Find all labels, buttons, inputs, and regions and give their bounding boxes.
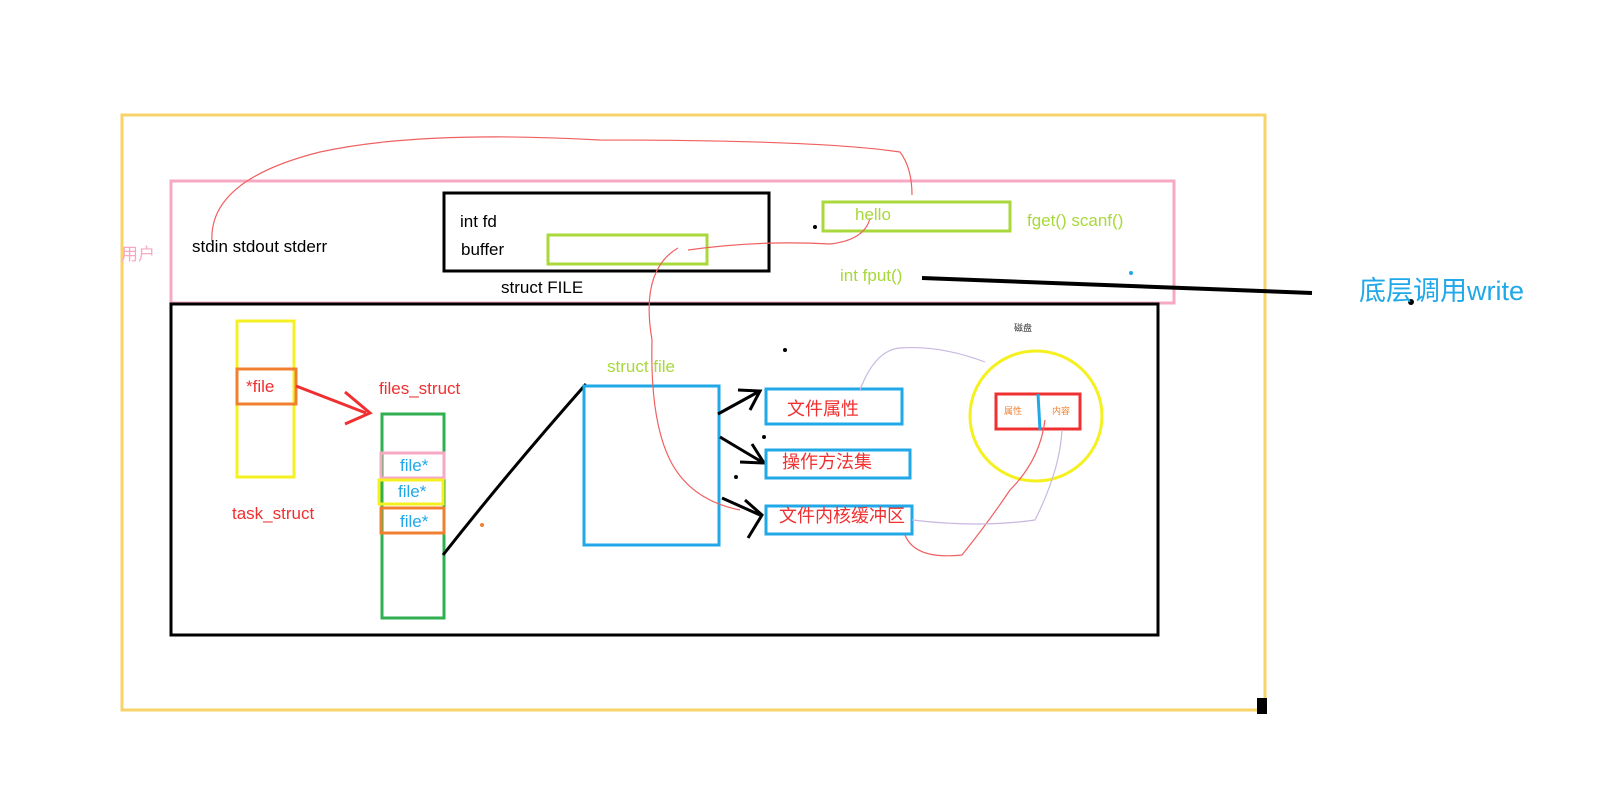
user-layer-label: 用户 (121, 245, 155, 264)
arrow-to-buffer (721, 496, 764, 539)
std-streams-label: stdin stdout stderr (192, 237, 328, 256)
underlying-write-label: 底层调用write (1359, 276, 1525, 306)
file-entry-label-2: file* (398, 482, 427, 501)
task-struct-box (235, 319, 296, 479)
hello-label: hello (855, 205, 891, 224)
kernel-box (169, 302, 1160, 637)
buffer-link-curve (911, 429, 1063, 525)
dot-mark (813, 225, 817, 229)
struct-file-label: struct FILE (501, 278, 584, 297)
pointer-line (441, 383, 588, 556)
arrow-to-operations (719, 435, 767, 465)
arrow-to-files-struct (295, 384, 373, 426)
disk-label: 磁盘 (1014, 323, 1033, 333)
operation-methods-label: 操作方法集 (782, 452, 872, 472)
data-flow-curve-top (211, 136, 913, 243)
operations-box (764, 448, 912, 480)
data-flow-curve-disk (904, 419, 1046, 557)
arrow-to-attributes (717, 388, 763, 416)
data-flow-curve-down (648, 247, 741, 511)
file-entry-box-2 (377, 478, 445, 506)
disk-divider (1036, 393, 1042, 431)
files-struct-label: files_struct (379, 379, 461, 398)
write-call-line (921, 276, 1313, 295)
frame-corner-handle (1257, 698, 1267, 714)
hello-box (821, 200, 1012, 233)
buffer-box (546, 233, 709, 266)
dot-mark (762, 435, 766, 439)
file-entry-box-1 (379, 451, 446, 480)
dot-mark-blue (1129, 271, 1133, 275)
buffer-label: buffer (461, 240, 505, 259)
dot-mark (734, 475, 738, 479)
dot-mark (783, 348, 787, 352)
task-struct-label: task_struct (232, 504, 315, 523)
int-fd-label: int fd (460, 212, 497, 231)
disk-attributes-label: 属性 (1004, 406, 1023, 416)
attribute-link-curve (859, 347, 986, 391)
data-flow-curve-buffer (687, 217, 871, 251)
file-pointer-label: *file (246, 377, 275, 396)
struct-file-kernel-label: struct file (607, 357, 676, 376)
kernel-buffer-label: 文件内核缓冲区 (779, 506, 905, 526)
dot-mark-orange (480, 523, 484, 527)
file-attributes-label: 文件属性 (787, 399, 859, 419)
file-entry-box-3 (379, 506, 446, 535)
file-entry-label-1: file* (400, 456, 429, 475)
struct-file-kernel-box (582, 384, 721, 547)
outer-frame (120, 113, 1267, 712)
int-fput-label: int fput() (840, 266, 903, 285)
attributes-box (764, 387, 904, 426)
fget-scanf-label: fget() scanf() (1027, 211, 1124, 230)
disk-content-label: 内容 (1052, 406, 1071, 416)
disk-circle (968, 349, 1104, 483)
dot-mark (1408, 299, 1414, 305)
file-entry-label-3: file* (400, 512, 429, 531)
struct-file-box (442, 191, 771, 273)
